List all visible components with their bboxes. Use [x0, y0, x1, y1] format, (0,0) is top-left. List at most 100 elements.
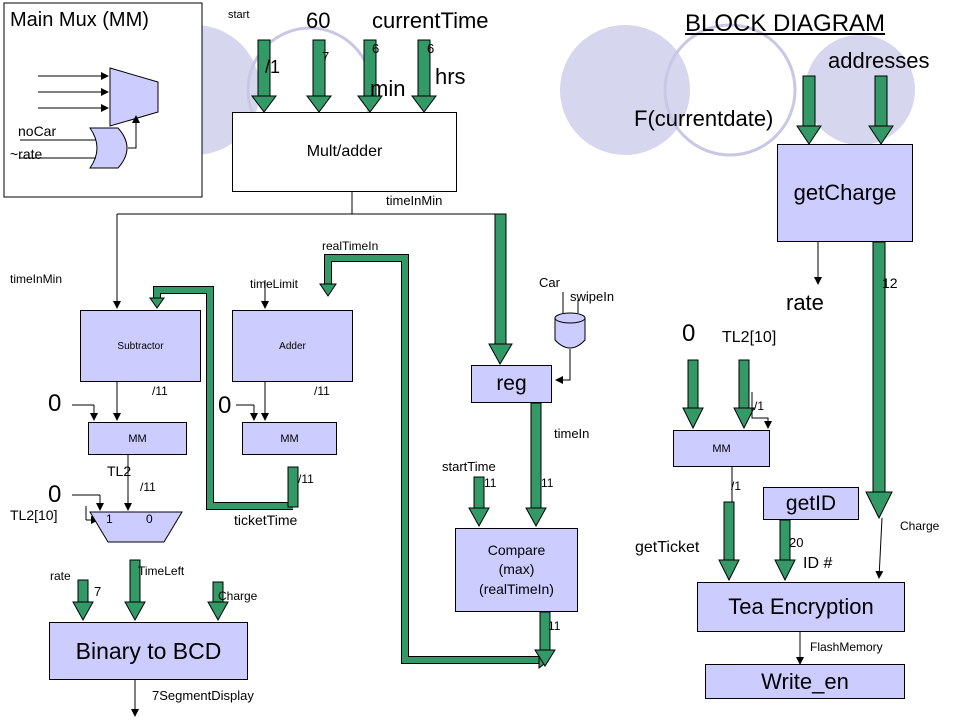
- addresses-label: addresses: [828, 48, 930, 73]
- tea-encryption-block: Tea Encryption: [697, 582, 905, 632]
- arrow-head: [411, 95, 437, 113]
- top-input-arrows: [251, 39, 437, 113]
- bus-path: [325, 255, 539, 663]
- width-6-label: 6: [372, 41, 380, 56]
- arrow-shaft: [473, 476, 485, 509]
- width-11-label: /11: [152, 384, 168, 398]
- arrow-shaft: [738, 359, 750, 409]
- arrow-head: [149, 297, 165, 309]
- width-20-label: 20: [789, 535, 804, 550]
- charge-bus: [865, 241, 893, 520]
- get-ticket-label: getTicket: [635, 539, 700, 556]
- arrow-shaft: [874, 75, 888, 127]
- arrow-head: [774, 559, 796, 582]
- write-en-block: Write_en: [705, 664, 905, 699]
- arrow-head: [488, 343, 513, 366]
- compare-inputs: [468, 402, 556, 667]
- subtractor-block: Subtractor: [80, 310, 201, 382]
- gate-to-mux-wire: [128, 115, 140, 149]
- reg-block: reg: [471, 365, 552, 403]
- main-mux-inset: [3, 2, 203, 198]
- time-in-min-left-label: timeInMin: [10, 272, 63, 286]
- main-mux-title: Main Mux (MM): [10, 9, 149, 31]
- start-label: start: [228, 9, 250, 21]
- time-left-label: TimeLeft: [138, 564, 185, 578]
- arrow-shaft: [723, 501, 735, 561]
- width-1-label: /1: [731, 479, 742, 493]
- time-in-min-wiring: [113, 192, 500, 309]
- width-11-label: 11: [548, 619, 561, 633]
- sixty-label: 60: [306, 8, 331, 33]
- arrow-head: [306, 95, 332, 113]
- mux-input-1-label: 1: [106, 512, 113, 526]
- background-circle: [663, 23, 797, 157]
- seven-segment-label: 7SegmentDisplay: [152, 688, 254, 703]
- zero-constant: 0: [48, 390, 62, 417]
- swipe-in-label: swipeIn: [570, 289, 615, 304]
- arrow-head: [865, 491, 893, 520]
- time-in-label: timeIn: [554, 426, 590, 441]
- binary-to-bcd-block: Binary to BCD: [49, 622, 248, 680]
- time-in-min-label: timeInMin: [386, 193, 443, 208]
- compare-line-2: (max): [498, 561, 535, 578]
- f-current-date-label: F(currentdate): [634, 106, 774, 131]
- width-11-label: 11: [484, 476, 497, 490]
- arrow-shaft: [802, 75, 816, 127]
- arrow-head: [124, 601, 146, 622]
- mm-right-block: MM: [673, 430, 770, 467]
- arrow-head: [534, 649, 556, 667]
- charge-wire: [875, 517, 884, 579]
- arrow-head: [682, 407, 704, 430]
- wire: [751, 392, 772, 429]
- select-mux-icon: [89, 511, 183, 543]
- arrow-shaft: [77, 579, 89, 603]
- rate-output-label: rate: [786, 290, 824, 315]
- width-11-label: /11: [298, 472, 314, 486]
- tea-inputs: [718, 501, 796, 582]
- min-label: min: [370, 76, 406, 101]
- get-id-block: getID: [763, 487, 859, 520]
- arrow-head: [251, 95, 277, 113]
- car-label: Car: [539, 275, 560, 290]
- tl2-10-label: TL2[10]: [10, 507, 58, 523]
- charge-output-label: Charge: [900, 519, 940, 533]
- mm-right-inputs: [682, 359, 772, 430]
- real-time-in-label: realTimeIn: [322, 239, 379, 253]
- width-1-label: /1: [265, 57, 281, 77]
- arrow-shaft: [494, 213, 507, 345]
- sub-add-wiring: [72, 382, 269, 524]
- mm-left-block: MM: [88, 422, 187, 455]
- width-12-label: 12: [882, 275, 898, 291]
- swipe-gate-top: [554, 312, 586, 324]
- current-time-label: currentTime: [372, 8, 489, 33]
- compare-line-3: (realTimeIn): [479, 580, 554, 597]
- arrow-head: [718, 559, 740, 582]
- or-gate-icon: [89, 127, 128, 169]
- mux-icon: [109, 67, 159, 127]
- zero-constant: 0: [218, 392, 232, 419]
- rate-input-label: rate: [50, 569, 71, 583]
- get-charge-block: getCharge: [777, 144, 913, 242]
- zero-constant: 0: [48, 481, 62, 508]
- width-1-label: /1: [754, 399, 765, 413]
- arrow-head: [72, 601, 94, 622]
- bcd-input-arrows: [72, 559, 229, 622]
- tl2-label: TL2: [107, 463, 132, 479]
- flash-memory-label: FlashMemory: [810, 640, 883, 654]
- not-rate-label: ~rate: [10, 146, 43, 162]
- mult-adder-block: Mult/adder: [232, 112, 457, 192]
- width-7-label: 7: [322, 49, 330, 64]
- hrs-label: hrs: [435, 64, 466, 89]
- arrow-head: [319, 283, 337, 297]
- diagram-title: BLOCK DIAGRAM: [685, 10, 886, 37]
- id-number-label: ID #: [803, 555, 833, 572]
- arrow-head: [868, 125, 894, 145]
- mm-mid-block: MM: [242, 422, 337, 455]
- bus-path: [154, 287, 293, 509]
- no-car-label: noCar: [18, 123, 57, 139]
- time-limit-label: timeLimit: [250, 277, 299, 291]
- width-7-label: 7: [94, 584, 102, 599]
- address-arrows: [796, 75, 894, 145]
- ticket-time-bus: [149, 286, 299, 510]
